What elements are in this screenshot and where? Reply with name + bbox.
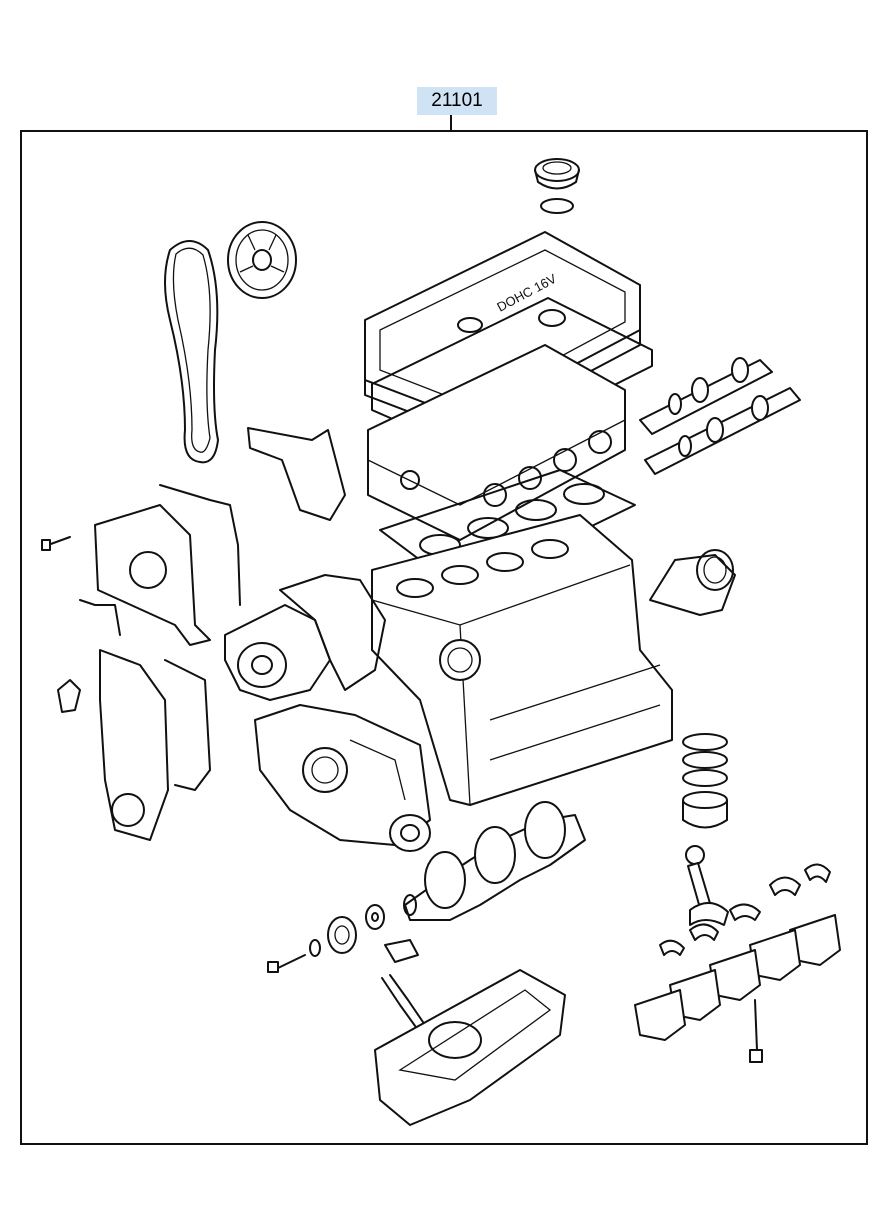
exhaust-camshaft[interactable] xyxy=(644,387,801,475)
crankshaft-flange[interactable] xyxy=(365,904,385,930)
timing-cover-seal-lower[interactable] xyxy=(164,659,211,791)
piston-rings[interactable] xyxy=(682,733,728,787)
oil-pan[interactable] xyxy=(374,969,566,1126)
cylinder-block[interactable] xyxy=(371,514,673,806)
connecting-rod[interactable] xyxy=(685,845,729,926)
water-pump-gasket[interactable] xyxy=(279,574,386,691)
oil-filler-cap[interactable] xyxy=(534,158,580,190)
main-bearing-caps[interactable] xyxy=(634,914,841,1041)
crankshaft[interactable] xyxy=(403,801,586,921)
timing-cover-bolt[interactable] xyxy=(41,536,71,551)
crankshaft-sprocket[interactable] xyxy=(327,916,357,954)
callout-leader-line xyxy=(450,115,452,131)
crankshaft-bearings[interactable] xyxy=(659,863,831,956)
timing-cover-seal-upper[interactable] xyxy=(159,484,241,606)
water-pump[interactable] xyxy=(224,604,331,701)
timing-belt-upper-cover[interactable] xyxy=(94,504,211,646)
filler-cap-o-ring[interactable] xyxy=(540,198,574,214)
camshaft-sprocket[interactable] xyxy=(227,221,297,299)
oil-filter-bracket[interactable] xyxy=(389,814,431,852)
cover-clip[interactable] xyxy=(57,679,81,713)
part-number-callout[interactable]: 21101 xyxy=(417,87,497,115)
timing-belt-lower-cover[interactable] xyxy=(99,649,169,841)
cylinder-head[interactable] xyxy=(367,344,626,541)
rear-oil-seal-case[interactable] xyxy=(649,549,736,616)
bearing-cap-bolt[interactable] xyxy=(749,999,763,1063)
crankshaft-pulley-bolt[interactable] xyxy=(267,954,306,973)
piston[interactable] xyxy=(682,791,728,829)
timing-cover-seal-small[interactable] xyxy=(79,599,121,636)
washer[interactable] xyxy=(309,939,321,957)
intake-camshaft[interactable] xyxy=(639,357,773,435)
timing-belt[interactable] xyxy=(164,240,219,464)
head-cover-gasket[interactable] xyxy=(371,297,653,456)
engine-mounting-bracket[interactable] xyxy=(247,427,346,521)
diagram-frame xyxy=(20,130,868,1145)
